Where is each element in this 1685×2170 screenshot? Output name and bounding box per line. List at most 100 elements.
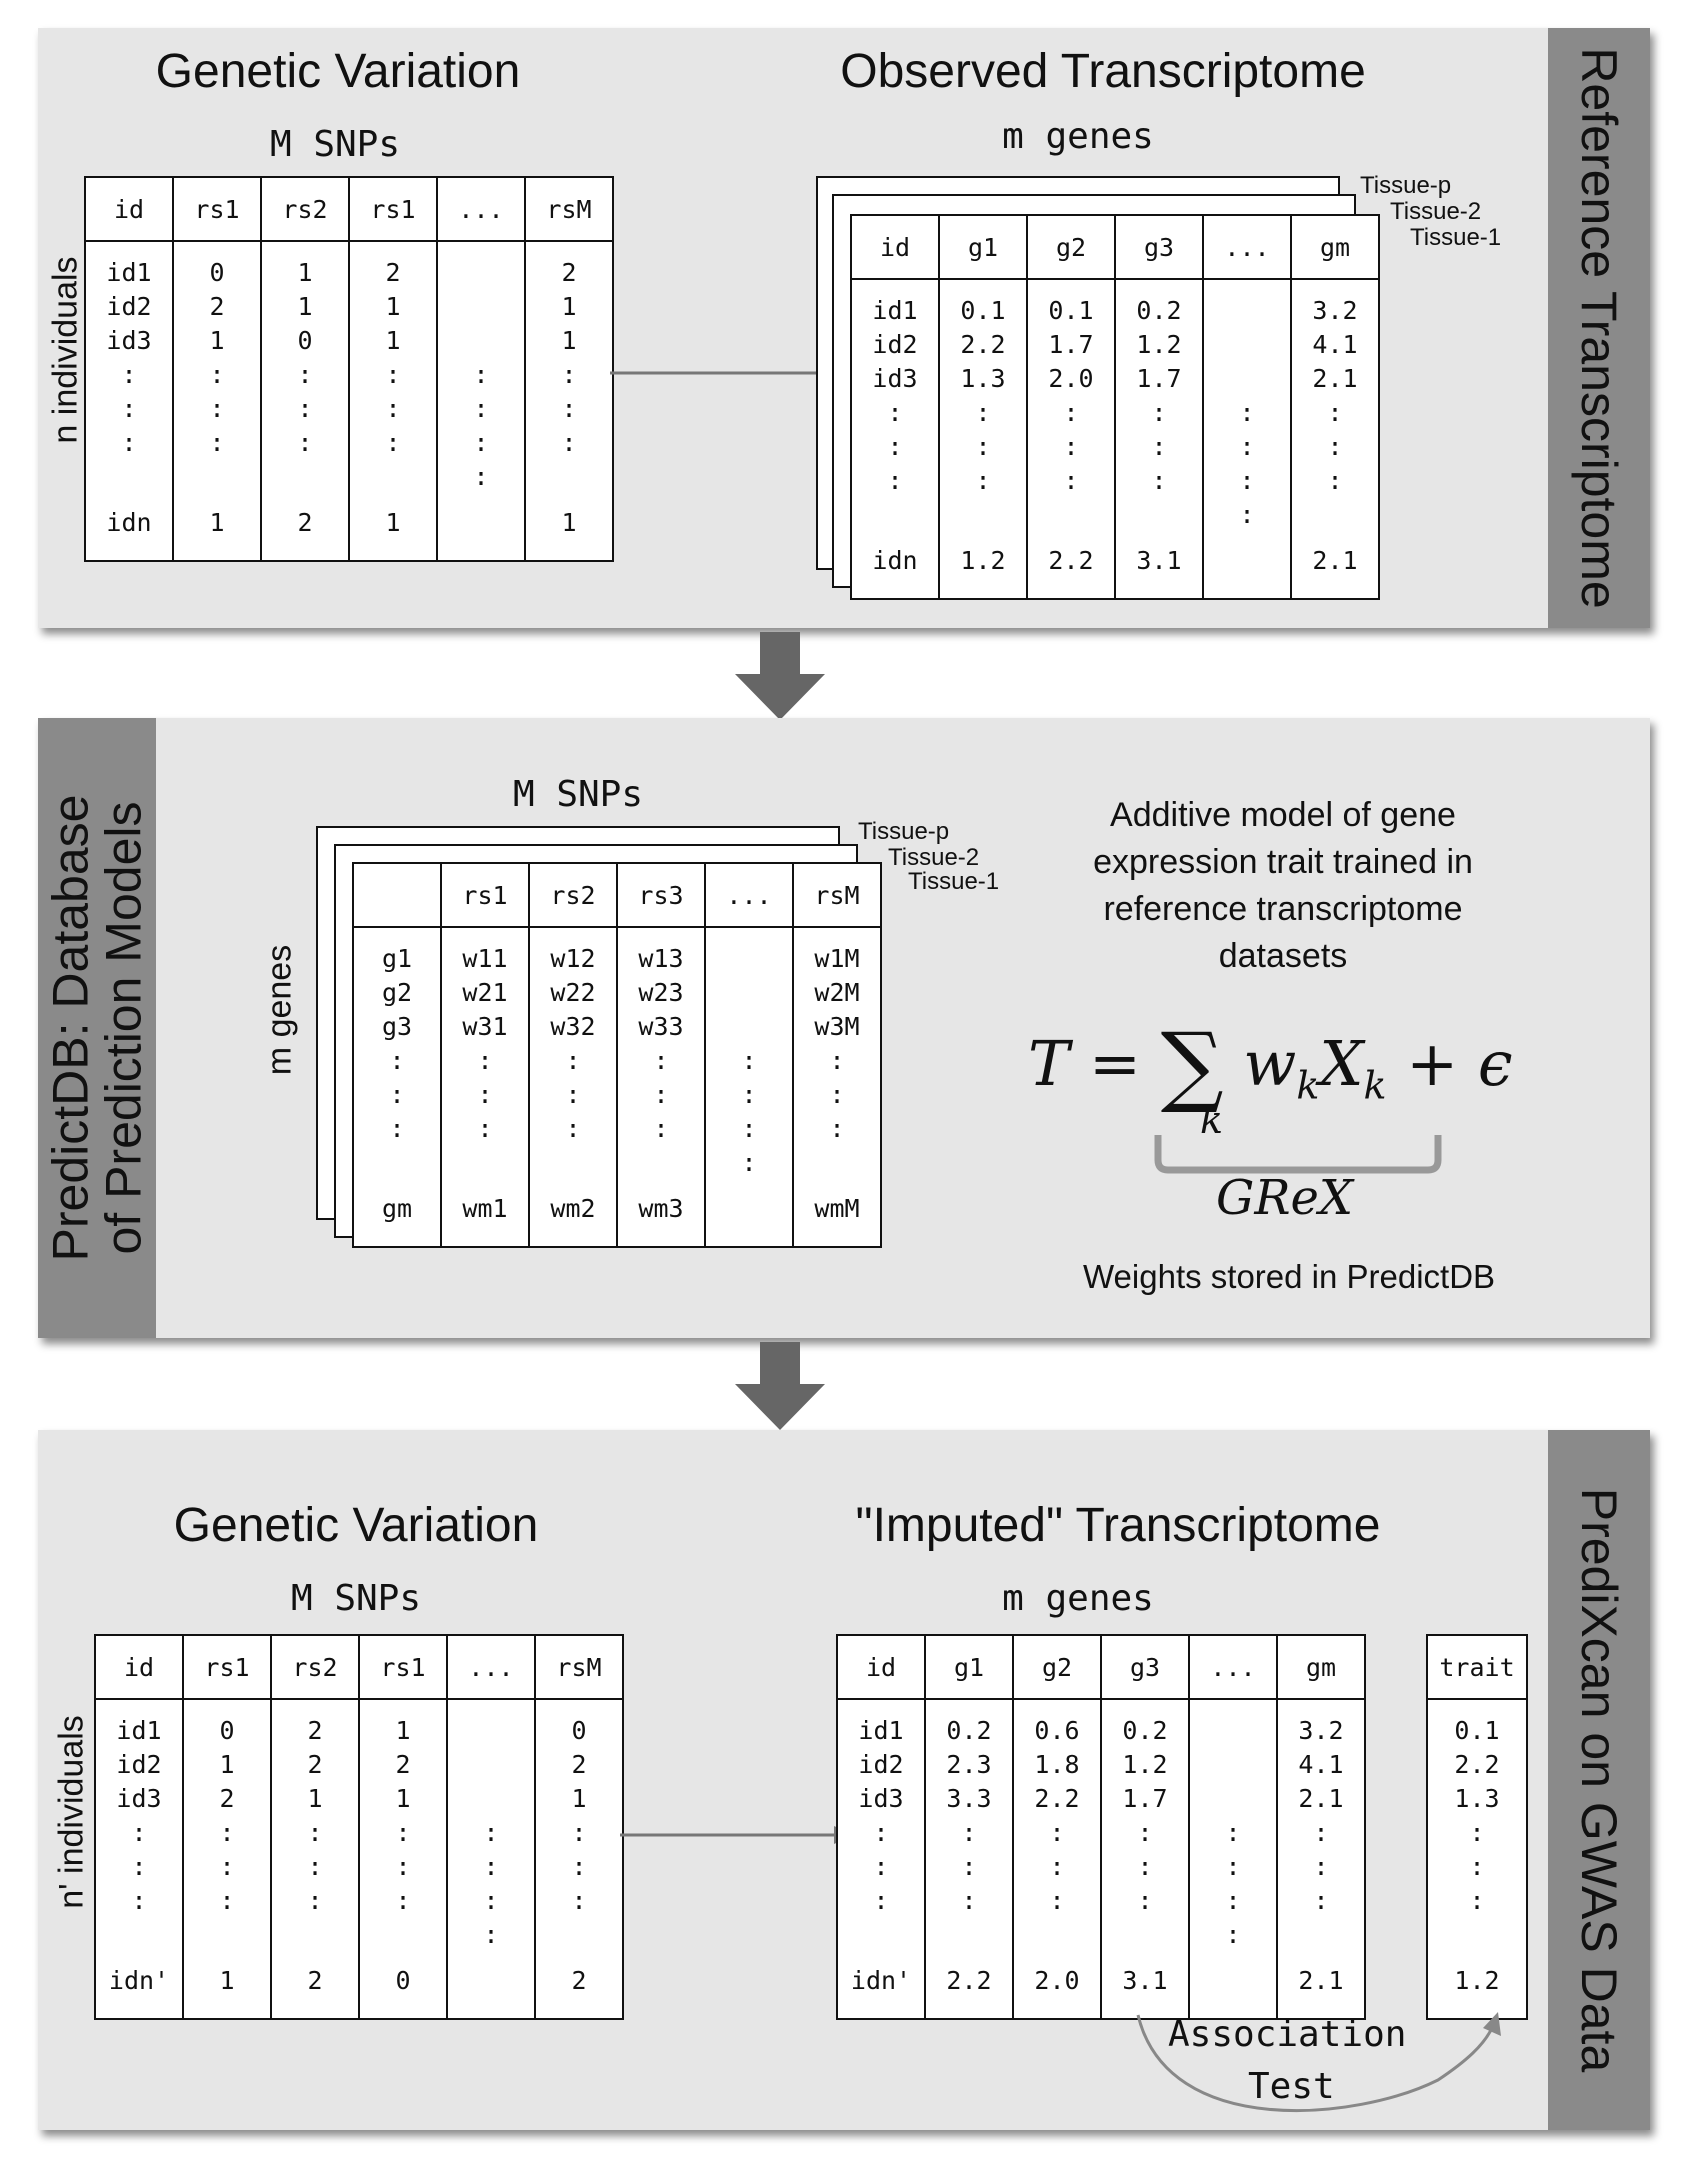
table-cell [354, 1146, 440, 1180]
table-cell [526, 460, 612, 494]
table-cell: : [1137, 1852, 1153, 1881]
table-column: :::: [1202, 279, 1292, 600]
table-cell: 1 [297, 258, 313, 287]
table-cell [1014, 1918, 1100, 1952]
formula-lhs: T = [1028, 1027, 1161, 1100]
table-cell: : [1313, 1886, 1329, 1915]
table-cell: : [873, 1818, 889, 1847]
table-cell: 1 [209, 508, 225, 537]
table-cell: : [1239, 500, 1255, 529]
table-cell: : [131, 1818, 147, 1847]
table-cell: : [1049, 1886, 1065, 1915]
gene-header: m genes [1002, 116, 1154, 157]
table-cell: : [121, 428, 137, 457]
table-cell: w13 [638, 944, 684, 973]
table-cell: : [483, 1920, 499, 1949]
snp-header: M SNPs [269, 124, 401, 165]
table-cell: : [483, 1852, 499, 1881]
title-genetic-variation: Genetic Variation [155, 45, 521, 98]
table-cell: 2.1 [1298, 1966, 1344, 1995]
table-cell: 3.1 [1136, 546, 1182, 575]
table-cell: : [1063, 432, 1079, 461]
table-cell: : [1151, 466, 1167, 495]
table-cell [706, 1192, 792, 1226]
table-cell: id1 [872, 296, 918, 325]
table-cell: id2 [858, 1750, 904, 1779]
table-cell: : [389, 1114, 405, 1143]
column-header: g3 [1100, 1634, 1190, 1700]
table-cell: 0.1 [1454, 1716, 1500, 1745]
table-cell: 2.2 [960, 330, 1006, 359]
table-cell [448, 1782, 534, 1816]
column-header: id [836, 1634, 926, 1700]
side-bar-predictdb: PredictDB: Database of Prediction Models [38, 718, 156, 1338]
table-cell: : [385, 428, 401, 457]
table-cell: g2 [381, 978, 413, 1007]
column-header: rsM [534, 1634, 624, 1700]
table-column: :::: [1188, 1699, 1278, 2020]
table-cell: 1 [385, 508, 401, 537]
column-header: rs2 [270, 1634, 360, 1700]
table-cell: : [389, 1046, 405, 1075]
table-cell: w22 [550, 978, 596, 1007]
table-cell: : [887, 432, 903, 461]
table-cell: : [829, 1046, 845, 1075]
table-cell: wmM [814, 1194, 860, 1223]
side-bar-reference: Reference Transcriptome [1548, 28, 1650, 628]
table-cell: : [1225, 1818, 1241, 1847]
table-cell: : [961, 1818, 977, 1847]
table-cell: : [121, 360, 137, 389]
table-cell: : [1137, 1886, 1153, 1915]
table-cell [536, 1918, 622, 1952]
row-label-genes: m genes [260, 944, 299, 1076]
table-cell: 2.1 [1312, 546, 1358, 575]
table-cell: : [829, 1080, 845, 1109]
table-cell: 2.0 [1048, 364, 1094, 393]
tissue-p-label: Tissue-p [858, 818, 950, 845]
table-cell: 2 [209, 292, 225, 321]
table-cell: 1 [219, 1966, 235, 1995]
table-cell [706, 976, 792, 1010]
table-cell: : [385, 394, 401, 423]
table-cell: 0 [571, 1716, 587, 1745]
table-cell: : [1469, 1852, 1485, 1881]
column-header: rs2 [260, 176, 350, 242]
table-cell: 3.3 [946, 1784, 992, 1813]
table-cell: : [975, 432, 991, 461]
table-cell [96, 1918, 182, 1952]
table-cell [940, 498, 1026, 532]
table-cell: 3.2 [1298, 1716, 1344, 1745]
table-cell: 1 [307, 1784, 323, 1813]
table-cell [852, 498, 938, 532]
table-cell: 0 [219, 1716, 235, 1745]
table-cell: 1 [561, 508, 577, 537]
table-cell: 1.7 [1122, 1784, 1168, 1813]
table-cell: : [741, 1114, 757, 1143]
table-cell [448, 1964, 534, 1998]
table-cell [530, 1146, 616, 1180]
table-cell: w11 [462, 944, 508, 973]
table-cell: : [395, 1886, 411, 1915]
table-cell: 2 [571, 1750, 587, 1779]
table-cell: 0.2 [946, 1716, 992, 1745]
table-cell: 0 [209, 258, 225, 287]
arrow-down-icon [735, 632, 825, 720]
table-cell: 2.1 [1298, 1784, 1344, 1813]
table-cell [838, 1918, 924, 1952]
table-cell: wm1 [462, 1194, 508, 1223]
table-cell: 1 [209, 326, 225, 355]
table-cell: : [307, 1852, 323, 1881]
table-cell [438, 256, 524, 290]
weights-note: Weights stored in PredictDB [1083, 1258, 1496, 1295]
table-cell: 1 [395, 1716, 411, 1745]
